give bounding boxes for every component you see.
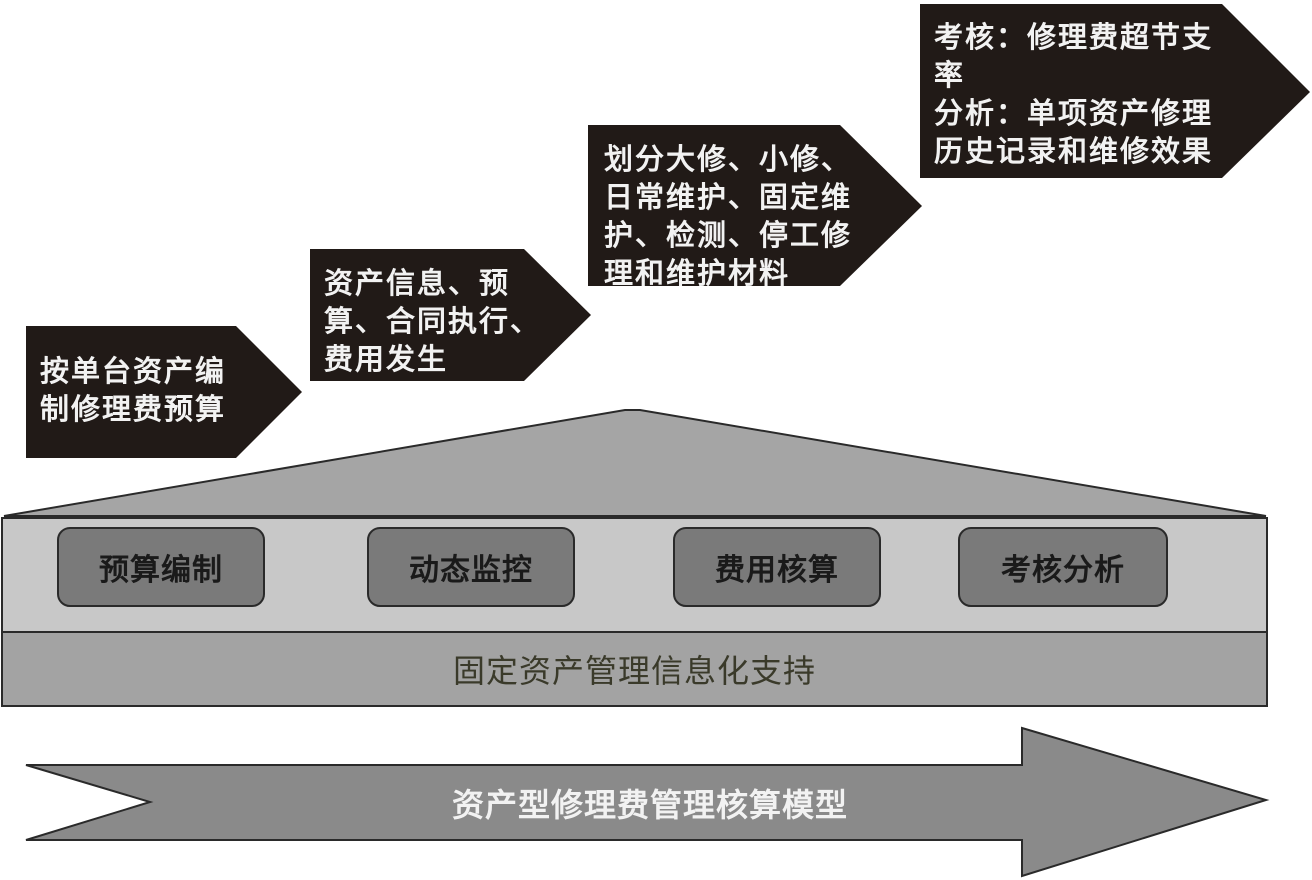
step-arrow-2 (310, 249, 591, 381)
step-3-text: 划分大修、小修、 日常维护、固定维 护、检测、停工修 理和维护材料 (604, 142, 853, 290)
module-assessment-label: 考核分析 (1001, 553, 1125, 588)
roof-triangle (3, 409, 1267, 517)
step-4-text: 考核：修理费超节支 率 分析：单项资产修理 历史记录和维修效果 (934, 20, 1214, 168)
module-box-3 (673, 527, 881, 607)
base-bar (1, 631, 1268, 707)
step-arrow-4 (920, 4, 1310, 178)
module-monitor-label: 动态监控 (409, 553, 533, 588)
module-box-1 (57, 527, 265, 607)
step-2-text: 资产信息、预 算、合同执行、 费用发生 (324, 266, 542, 376)
step-1-text: 按单台资产编 制修理费预算 (40, 354, 227, 426)
module-box-4 (958, 527, 1168, 607)
step-arrow-3 (588, 125, 922, 286)
model-label: 资产型修理费管理核算模型 (451, 785, 848, 824)
module-box-2 (367, 527, 575, 607)
model-arrow (25, 726, 1270, 878)
step-arrow-1 (26, 326, 302, 458)
module-accounting-label: 费用核算 (715, 553, 839, 588)
module-budget-label: 预算编制 (99, 553, 223, 588)
base-label: 固定资产管理信息化支持 (452, 652, 816, 690)
